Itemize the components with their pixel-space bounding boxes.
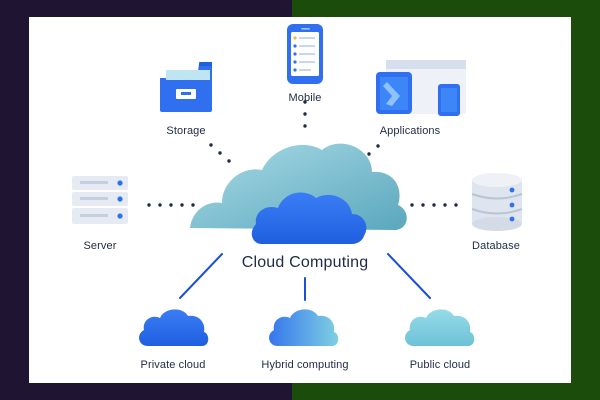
mobile-label: Mobile — [288, 92, 322, 104]
main-cloud-front — [251, 192, 367, 244]
devices-icon — [376, 60, 466, 116]
server-rack-icon — [72, 176, 128, 224]
private-cloud-icon — [139, 309, 209, 346]
connector-database — [410, 203, 458, 207]
hybrid-computing-label: Hybrid computing — [261, 359, 349, 371]
main-cloud-back — [190, 143, 407, 230]
connector-mobile — [303, 100, 307, 128]
connector-private-cloud — [179, 253, 223, 299]
public-cloud-label: Public cloud — [409, 359, 471, 371]
database-label: Database — [472, 240, 520, 252]
file-cabinet-icon — [153, 62, 212, 112]
diagram-title: Cloud Computing — [241, 254, 369, 271]
server-label: Server — [83, 240, 117, 252]
connector-storage — [209, 143, 231, 163]
public-cloud-icon — [405, 309, 475, 346]
hybrid-computing-icon — [269, 309, 339, 346]
mobile-phone-icon — [287, 24, 323, 84]
cloud-computing-main-cloud — [190, 143, 407, 244]
solid-connectors — [179, 253, 431, 301]
storage-label: Storage — [166, 125, 206, 137]
applications-label: Applications — [379, 125, 441, 137]
private-cloud-label: Private cloud — [140, 359, 206, 371]
connector-public-cloud — [387, 253, 431, 299]
connector-server — [147, 203, 195, 207]
database-icon — [471, 173, 523, 231]
